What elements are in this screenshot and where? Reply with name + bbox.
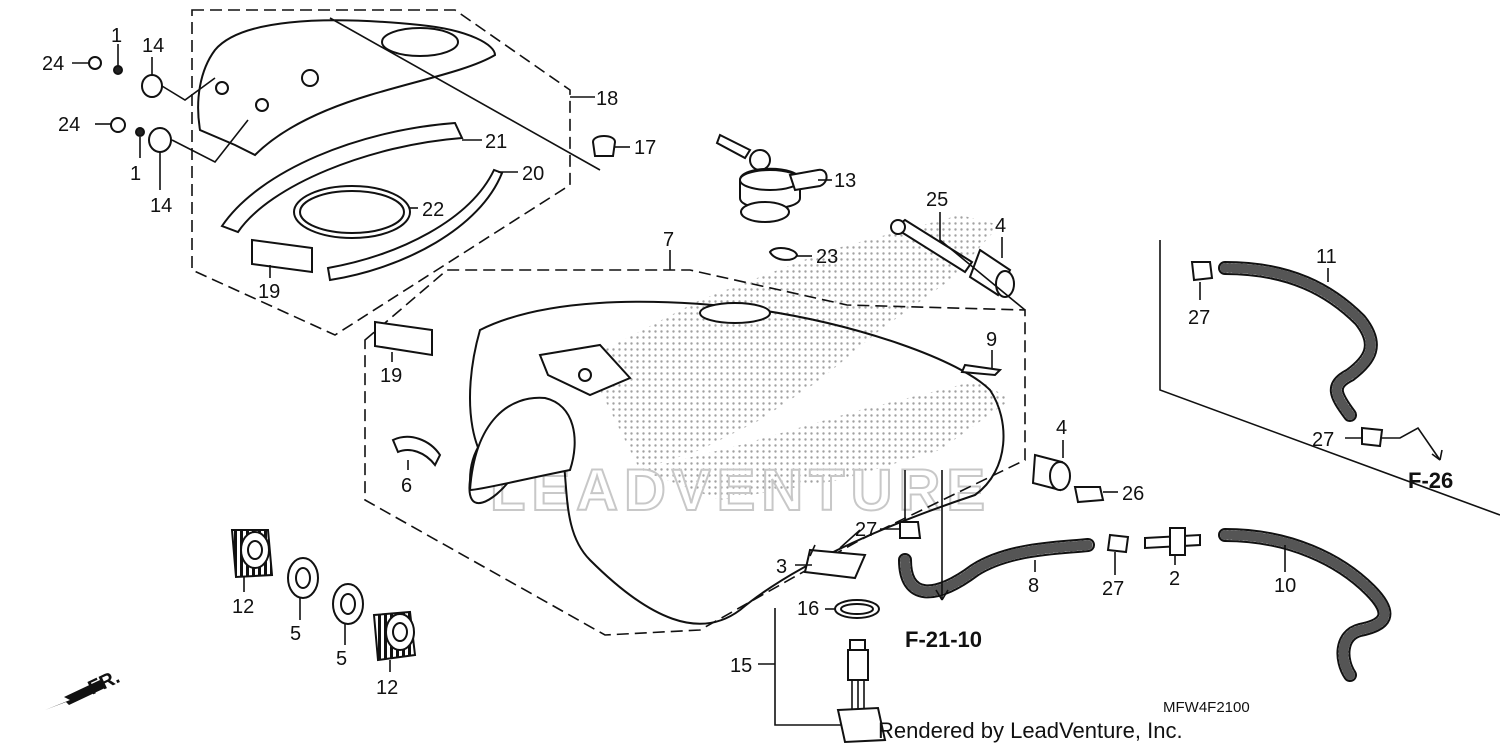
callout-11: 11	[1316, 246, 1337, 268]
callout-13: 13	[834, 170, 856, 192]
cover-opening	[381, 27, 459, 57]
wing-logo-watermark	[585, 215, 1010, 500]
filler-neck	[699, 302, 771, 324]
cover-hole-2	[255, 98, 269, 112]
fuel-tank-7	[364, 269, 1026, 636]
callout-1: 1	[130, 163, 141, 185]
cushion-6	[391, 435, 442, 467]
callout-3: 3	[776, 556, 787, 578]
tank-body	[468, 300, 1005, 625]
callout-26: 26	[1122, 483, 1144, 505]
callout-24: 24	[58, 114, 80, 136]
gasket-23	[768, 247, 799, 261]
cover-hole	[301, 69, 319, 87]
bolt-24-upper	[88, 56, 102, 70]
hose-11-group	[1159, 240, 1500, 516]
clip-27-b	[1361, 426, 1384, 448]
callout-17: 17	[634, 137, 656, 159]
tank-cover-group	[88, 9, 617, 336]
callout-5: 5	[336, 648, 347, 670]
callout-4: 4	[1056, 417, 1067, 439]
callout-19: 19	[258, 281, 280, 303]
callout-21: 21	[485, 131, 507, 153]
callout-27: 27	[1188, 307, 1210, 329]
callout-14: 14	[150, 195, 172, 217]
clip-27-d	[1106, 533, 1130, 554]
callout-5: 5	[290, 623, 301, 645]
nut-26	[1073, 486, 1105, 504]
callout-4: 4	[995, 215, 1006, 237]
cover-group-outline	[191, 9, 571, 336]
render-credit: Rendered by LeadVenture, Inc.	[878, 718, 1183, 743]
callout-23: 23	[816, 246, 838, 268]
pad-19-upper	[251, 238, 313, 274]
fuel-sender-15	[774, 599, 887, 744]
drawing-code: MFW4F2100	[1163, 699, 1250, 716]
callout-14: 14	[142, 35, 164, 57]
clip-27-c	[899, 521, 922, 539]
gasket-9	[960, 363, 1003, 377]
hose-10-group	[1218, 528, 1392, 682]
callout-25: 25	[926, 189, 948, 211]
callout-8: 8	[1028, 575, 1039, 597]
cover-hole-3	[215, 81, 229, 95]
callout-9: 9	[986, 329, 997, 351]
callout-20: 20	[522, 163, 544, 185]
callout-6: 6	[401, 475, 412, 497]
grommet-14-lower	[148, 127, 172, 153]
trim-strip-21	[220, 121, 464, 234]
callout-24: 24	[42, 53, 64, 75]
callout-12: 12	[232, 596, 254, 618]
clip-27-a	[1190, 261, 1214, 282]
washer-5-b	[332, 583, 364, 625]
mount-rubber-12-a	[230, 529, 274, 579]
callout-19: 19	[380, 365, 402, 387]
callout-22: 22	[422, 199, 444, 221]
callout-7: 7	[663, 229, 674, 251]
grommet-14-upper	[141, 74, 163, 98]
reference-f2110: F-21-10	[905, 627, 982, 652]
callout-27: 27	[855, 519, 877, 541]
collar-4-lower	[1031, 453, 1105, 504]
tank-group-outline	[364, 269, 1026, 636]
trim-strip-20	[326, 168, 504, 282]
mount-rubber-12-b	[372, 610, 417, 662]
leader-lines	[72, 44, 1362, 672]
callout-12: 12	[376, 677, 398, 699]
callout-27: 27	[1312, 429, 1334, 451]
cap-17	[591, 135, 617, 157]
callout-15: 15	[730, 655, 752, 677]
reference-f26: F-26	[1408, 468, 1453, 493]
plate-3	[803, 548, 867, 580]
hose-8-group	[898, 470, 1130, 601]
washer-1-lower	[135, 127, 145, 137]
callout-10: 10	[1274, 575, 1296, 597]
callout-labels: 24 1 14 24 1 14 18 21 20 22 17 19 13 7 2…	[42, 25, 1453, 699]
callout-16: 16	[797, 598, 819, 620]
washer-5-a	[287, 557, 319, 599]
fitting-2	[1144, 527, 1201, 556]
callout-2: 2	[1169, 568, 1180, 590]
bolt-24-lower	[110, 117, 126, 133]
fuel-cap-13	[715, 133, 828, 223]
callout-1: 1	[111, 25, 122, 47]
front-direction-arrow: FR.	[45, 666, 123, 710]
washer-1-upper	[113, 65, 123, 75]
tank-tunnel	[468, 396, 576, 492]
watermark-text: LEADVENTURE	[490, 458, 991, 523]
pad-19-lower	[374, 320, 433, 357]
callout-18: 18	[596, 88, 618, 110]
callout-27: 27	[1102, 578, 1124, 600]
